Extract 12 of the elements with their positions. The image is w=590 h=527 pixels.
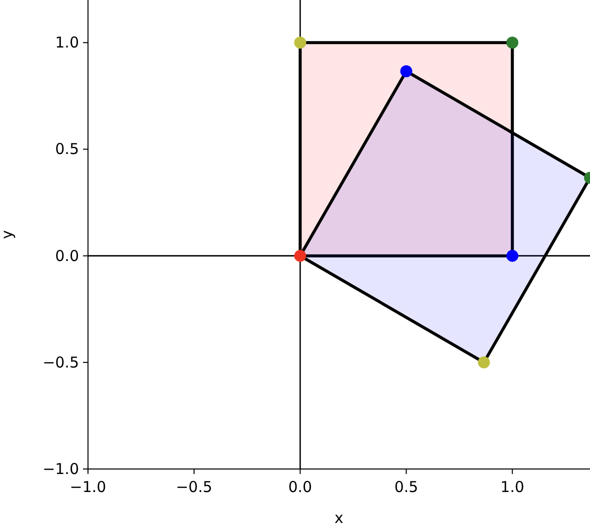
tick-label: −1.0 (42, 460, 79, 478)
axis-title: x (334, 509, 344, 527)
tick-label: −0.5 (42, 353, 79, 372)
tick-label: 1.0 (500, 478, 524, 496)
tick-label: 0.0 (55, 246, 79, 265)
tick-label: 0.0 (288, 478, 312, 496)
tick-label: 0.5 (394, 478, 418, 496)
axis-title: y (0, 230, 16, 239)
tick-label: 0.5 (55, 140, 79, 158)
tick-label: −0.5 (176, 478, 212, 496)
tick-label: 1.0 (55, 34, 79, 52)
tick-label: −1.0 (70, 478, 106, 496)
